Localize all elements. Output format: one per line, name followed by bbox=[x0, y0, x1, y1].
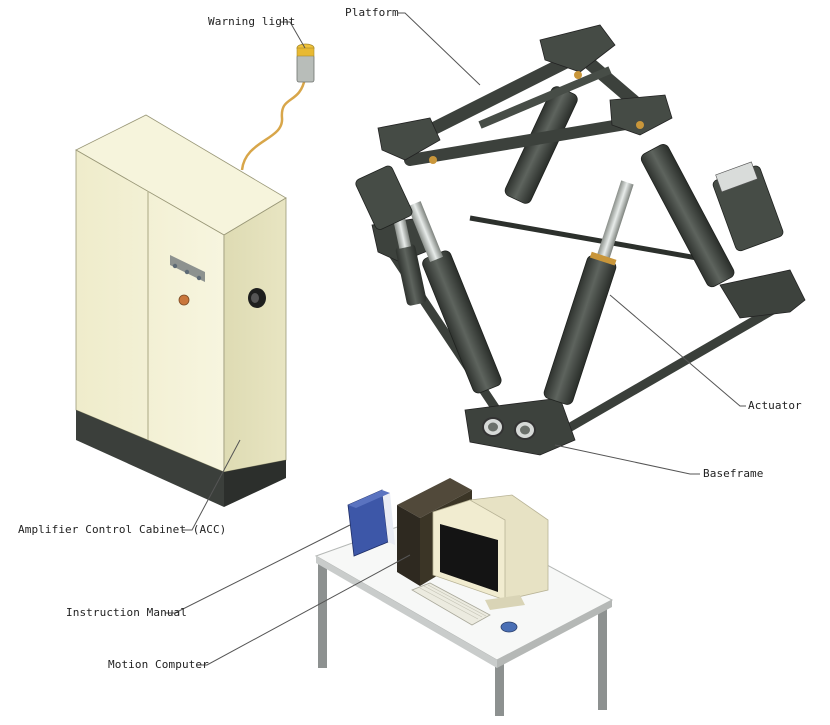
actuators bbox=[355, 86, 784, 405]
label-amplifier-control-cabinet: Amplifier Control Cabinet (ACC) bbox=[18, 523, 227, 536]
label-instruction-manual: Instruction Manual bbox=[66, 606, 188, 619]
label-actuator: Actuator bbox=[748, 399, 802, 412]
label-platform: Platform bbox=[345, 6, 399, 19]
keyboard bbox=[411, 582, 491, 626]
instruction-manual bbox=[347, 489, 395, 557]
label-motion-computer: Motion Computer bbox=[108, 658, 209, 671]
label-warning-light: Warning light bbox=[208, 15, 296, 28]
monitor bbox=[432, 494, 549, 610]
actuator-labeled bbox=[543, 180, 634, 405]
warning-light-cable bbox=[240, 77, 307, 171]
platform bbox=[377, 24, 673, 166]
mouse bbox=[500, 621, 518, 633]
motion-platform bbox=[355, 24, 806, 456]
amplifier-control-cabinet bbox=[75, 114, 287, 507]
warning-light bbox=[240, 43, 315, 171]
label-baseframe: Baseframe bbox=[703, 467, 764, 480]
leader-lines bbox=[165, 12, 746, 666]
warning-light-body bbox=[296, 54, 315, 83]
